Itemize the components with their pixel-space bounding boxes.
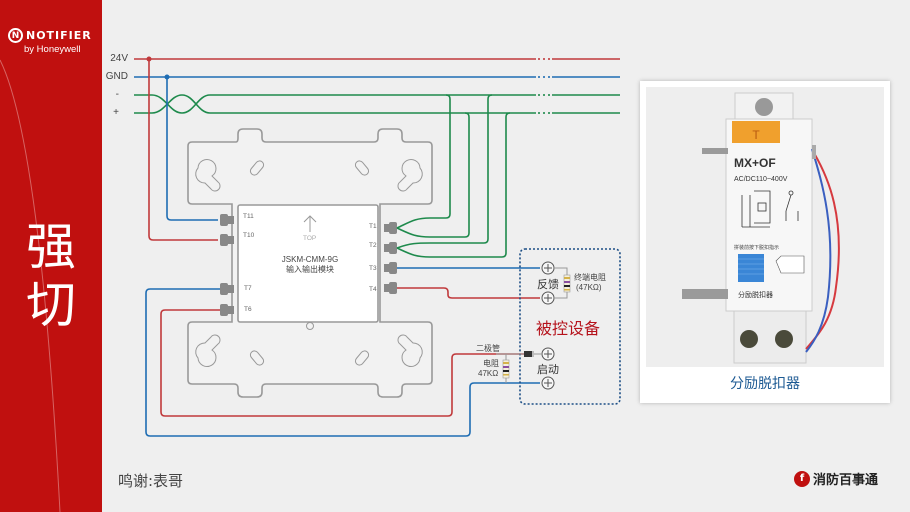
product-photo-card: T MX+OF AC/DC110~400V 拼装前按下脱扣指示 分励脱扣器 <box>640 81 890 403</box>
module-body <box>237 204 379 323</box>
terminal-t2 <box>384 242 397 254</box>
photo-caption: 分励脱扣器 <box>730 376 800 392</box>
feedback-label: 反馈 <box>537 279 559 291</box>
wire-pos-out-to-t2 <box>396 112 511 258</box>
terminal-t1 <box>384 222 397 234</box>
diode-icon <box>496 351 542 357</box>
top-arrow-icon <box>303 215 317 232</box>
controlled-device-title: 被控设备 <box>536 319 601 338</box>
terminal-label-t11: T11 <box>243 213 254 220</box>
start-resistor-label: 电阻 <box>483 359 499 368</box>
start-resistor-value: 47KΩ <box>478 369 499 378</box>
product-label-cn: 分励脱扣器 <box>738 290 773 299</box>
sidebar: N NOTIFIER by Honeywell 强切 <box>0 0 102 512</box>
terminal-t10 <box>220 234 234 246</box>
start-terminal-top-icon <box>541 347 555 361</box>
terminal-label-t7: T7 <box>244 285 252 292</box>
diode-label: 二极管 <box>476 344 500 353</box>
loop-wires <box>396 94 511 258</box>
page-title: 强切 <box>0 218 102 334</box>
wire-24v-to-t10 <box>148 59 218 241</box>
fire-brand-logo-icon: f <box>794 470 810 487</box>
terminal-label-t10: T10 <box>243 232 255 239</box>
module-model: JSKM-CMM-9G <box>281 255 339 264</box>
wire-gnd-to-t11 <box>166 77 218 221</box>
terminal-label-t6: T6 <box>244 306 252 313</box>
terminal-label-t3: T3 <box>369 265 377 272</box>
product-photo: T MX+OF AC/DC110~400V 拼装前按下脱扣指示 分励脱扣器 <box>646 87 884 367</box>
page-title-char: 强 <box>26 218 76 276</box>
eol-resistor-icon <box>554 267 571 299</box>
controlled-device-box <box>519 248 621 405</box>
terminal-t7 <box>220 283 234 295</box>
brand-logo: N NOTIFIER by Honeywell <box>8 28 92 55</box>
rail-label-gnd: GND <box>105 71 128 82</box>
rail-label-24v: 24V <box>110 53 128 64</box>
terminal-label-t4: T4 <box>369 286 377 293</box>
product-button-label: T <box>752 128 760 142</box>
start-terminal-bottom-icon <box>541 376 555 390</box>
footer-brand: f 消防百事通 <box>794 469 878 488</box>
eol-resistor-label: 终端电阻 <box>574 273 606 282</box>
brand-subtitle: by Honeywell <box>24 44 81 55</box>
page-title-char: 切 <box>26 276 76 334</box>
product-model: MX+OF <box>734 156 776 170</box>
eol-resistor-value: (47KΩ) <box>576 283 602 292</box>
top-label: TOP <box>303 235 317 242</box>
credit-text: 鸣谢:表哥 <box>118 472 184 490</box>
start-label: 启动 <box>537 364 559 376</box>
wire-t6-to-start <box>160 309 524 417</box>
terminal-label-t2: T2 <box>369 242 377 249</box>
product-rating: AC/DC110~400V <box>734 176 788 183</box>
feedback-terminal-bottom-icon <box>541 291 555 305</box>
terminal-t3 <box>384 262 397 274</box>
wire-pos-in-to-t1 <box>396 112 470 238</box>
start-resistor-icon <box>502 354 510 383</box>
wire-t7-to-start <box>145 288 540 437</box>
rail-neg-line <box>134 94 536 114</box>
wire-neg-out-to-t2-b <box>396 94 493 249</box>
terminal-t4 <box>384 282 397 294</box>
terminal-t6 <box>220 304 234 316</box>
rail-label-neg: - <box>115 89 119 100</box>
feedback-terminal-top-icon <box>541 261 555 275</box>
terminal-label-t1: T1 <box>369 223 377 230</box>
terminals <box>220 214 397 316</box>
sidebar-decoration <box>0 59 61 512</box>
terminal-t11 <box>220 214 234 226</box>
notifier-logo-icon: N <box>8 28 23 43</box>
footer-brand-name: 消防百事通 <box>813 473 879 488</box>
rail-label-pos: + <box>113 107 119 118</box>
rail-pos-line <box>134 94 536 114</box>
shunt-trip-device-image: T MX+OF AC/DC110~400V 拼装前按下脱扣指示 分励脱扣器 <box>682 92 840 364</box>
power-rails <box>134 56 620 241</box>
wire-neg-in-to-t1 <box>396 94 451 229</box>
module-plate <box>187 128 433 398</box>
brand-name: NOTIFIER <box>26 29 92 42</box>
product-indicator-text: 拼装前按下脱扣指示 <box>734 244 779 251</box>
module-name: 输入输出模块 <box>286 265 334 274</box>
wire-t4-to-feedback <box>397 287 540 299</box>
